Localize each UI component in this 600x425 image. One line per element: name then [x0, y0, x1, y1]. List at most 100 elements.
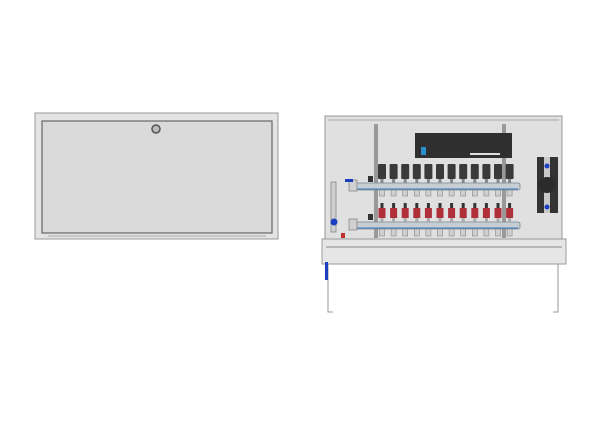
pump-motor — [538, 177, 556, 193]
flowmeter — [471, 208, 479, 218]
flowmeter-stem — [484, 218, 488, 222]
flowmeter — [401, 208, 409, 218]
actuator-valve — [403, 179, 407, 183]
flowmeter — [448, 208, 456, 218]
return-outlet — [413, 228, 420, 237]
left-leg — [327, 264, 333, 313]
flowmeter — [436, 208, 444, 218]
closed-cabinet — [34, 112, 279, 240]
return-outlet — [483, 228, 490, 237]
supply-outlet — [483, 189, 490, 197]
flowmeter-cap — [473, 203, 477, 208]
supply-outlet — [495, 189, 501, 197]
flowmeter — [482, 208, 490, 218]
actuator-valve — [461, 179, 465, 183]
drain-valve-icon — [341, 233, 345, 238]
actuator — [378, 164, 386, 179]
return-outlet — [506, 228, 513, 237]
flowmeter-stem — [461, 218, 465, 222]
supply-outlet — [402, 189, 409, 197]
pipe-clip — [325, 262, 328, 280]
open-cabinet — [321, 115, 567, 313]
flowmeter — [413, 208, 421, 218]
flowmeter-stem — [496, 218, 500, 222]
actuator-valve — [484, 179, 488, 183]
return-outlet — [379, 228, 385, 237]
flowmeter-cap — [392, 203, 396, 208]
return-outlet — [460, 228, 467, 237]
flowmeter-cap — [508, 203, 512, 208]
actuator — [436, 164, 444, 179]
actuator — [412, 164, 421, 179]
actuator — [470, 164, 479, 179]
flowmeter — [390, 208, 398, 218]
actuator — [401, 164, 410, 179]
controller-label-strip — [470, 153, 500, 155]
right-leg — [553, 264, 559, 313]
flowmeter — [494, 208, 502, 218]
actuator — [389, 164, 398, 179]
pump-valve-icon — [544, 204, 550, 210]
flowmeter-stem — [426, 218, 430, 222]
actuator — [482, 164, 491, 179]
return-outlet — [390, 228, 397, 237]
cabinet-bottom-trim — [321, 238, 567, 265]
actuator-valve — [438, 179, 442, 183]
controller-logo-icon — [421, 147, 426, 155]
pump-valve-icon — [544, 163, 550, 169]
actuator — [447, 164, 456, 179]
return-ball-valve — [348, 218, 358, 231]
air-vent-icon — [368, 176, 373, 182]
actuator-valve — [426, 179, 430, 183]
supply-outlet — [437, 189, 443, 197]
actuator — [505, 164, 514, 179]
flowmeter-cap — [438, 203, 442, 208]
supply-outlet — [390, 189, 397, 197]
supply-outlet — [506, 189, 513, 197]
actuator — [424, 164, 433, 179]
door-lock-icon — [151, 124, 161, 134]
flowmeter-cap — [484, 203, 488, 208]
flowmeter-stem — [473, 218, 477, 222]
actuator-valve — [380, 179, 384, 183]
cabinet-door — [41, 120, 273, 234]
supply-valve-handle — [345, 179, 353, 182]
supply-outlet — [413, 189, 420, 197]
supply-outlet — [425, 189, 432, 197]
actuator-valve — [496, 179, 500, 183]
flowmeter-stem — [438, 218, 442, 222]
flowmeter-cap — [380, 203, 384, 208]
flowmeter-stem — [415, 218, 419, 222]
actuator-valve — [508, 179, 512, 183]
supply-outlet — [448, 189, 455, 197]
flowmeter-cap — [403, 203, 407, 208]
flowmeter-cap — [426, 203, 430, 208]
return-outlet — [437, 228, 443, 237]
bypass-pipe — [330, 181, 337, 233]
bypass-valve-icon — [330, 218, 338, 226]
flowmeter-stem — [508, 218, 512, 222]
flowmeter-stem — [403, 218, 407, 222]
supply-outlet — [471, 189, 478, 197]
loops — [378, 164, 514, 237]
return-outlet — [425, 228, 432, 237]
flowmeter — [459, 208, 467, 218]
rail-right — [502, 124, 506, 238]
supply-outlet — [379, 189, 385, 197]
flowmeter-cap — [450, 203, 454, 208]
actuator — [459, 164, 468, 179]
flowmeter — [378, 208, 386, 218]
actuator-valve — [450, 179, 454, 183]
flowmeter-cap — [496, 203, 500, 208]
flowmeter — [506, 208, 514, 218]
flowmeter-cap — [415, 203, 419, 208]
return-outlet — [471, 228, 478, 237]
flowmeter-stem — [392, 218, 396, 222]
flowmeter-stem — [450, 218, 454, 222]
supply-outlet — [460, 189, 467, 197]
flowmeter-stem — [380, 218, 384, 222]
actuator-valve — [473, 179, 477, 183]
air-vent-icon — [368, 214, 373, 220]
return-outlet — [448, 228, 455, 237]
